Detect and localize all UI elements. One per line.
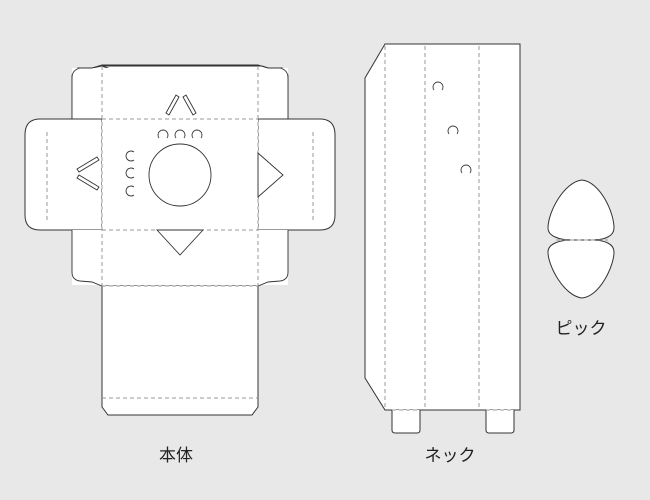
tuning-peg-holes xyxy=(125,129,203,197)
body-bottom-panel xyxy=(101,286,259,416)
bottom-triangle-cutout xyxy=(155,229,205,256)
slit-marks xyxy=(76,94,197,191)
body-right-flap xyxy=(257,118,336,231)
neck-label: ネック xyxy=(424,446,476,466)
sound-hole xyxy=(148,143,212,207)
body-left-flap xyxy=(24,118,103,231)
body-center-panel xyxy=(102,119,258,230)
neck-tab-right xyxy=(485,410,515,434)
neck-net xyxy=(364,43,521,434)
neck-tab-left xyxy=(391,410,421,434)
neck-peg-holes xyxy=(432,81,472,174)
pick-net xyxy=(547,179,615,299)
body-net xyxy=(24,64,336,416)
pick-label: ピック xyxy=(555,319,607,339)
right-triangle-cutout xyxy=(257,152,284,198)
body-label: 本体 xyxy=(159,446,193,466)
